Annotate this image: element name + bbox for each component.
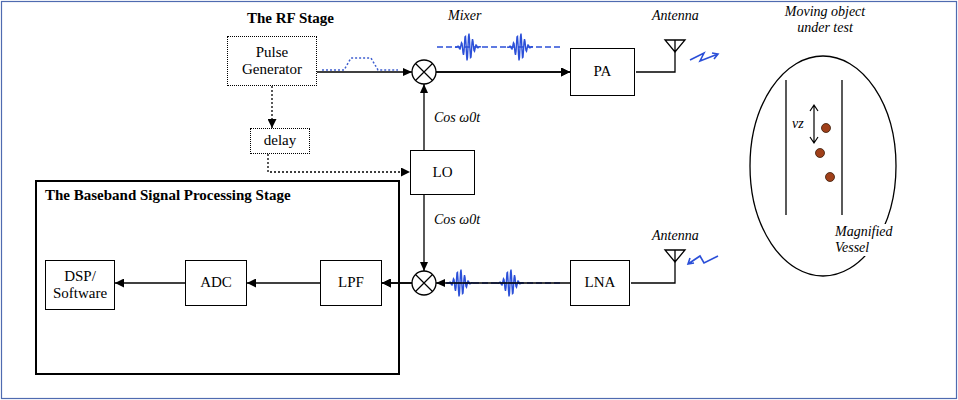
vessel-oval: Moving object under testMagnified Vessel — [745, 4, 905, 280]
stage-group: The Baseband Signal Processing StageDSP/… — [35, 180, 400, 375]
process-box: LPF — [320, 260, 382, 306]
signal-connector — [382, 282, 570, 283]
vessel-wall — [785, 80, 786, 215]
signal-connector — [268, 154, 410, 172]
mixer-symbol — [412, 271, 436, 295]
box-label: LNA — [585, 274, 616, 291]
box-label: delay — [264, 132, 296, 149]
oscillator-box: LO — [410, 150, 475, 195]
pulse-generator-box: Pulse Generator — [227, 36, 317, 86]
vessel-wall — [841, 80, 842, 215]
delay-box: delay — [250, 128, 310, 154]
figure-caption: Magnified Vessel — [833, 224, 905, 256]
pulse-waveform — [322, 58, 398, 70]
mixer-symbol — [412, 60, 436, 84]
box-label: DSP/ Software — [51, 268, 109, 303]
antenna-feed — [631, 262, 675, 283]
process-box: ADC — [185, 260, 247, 306]
rf-burst — [507, 33, 533, 60]
part-name: Antenna — [652, 228, 699, 244]
antenna-symbol — [665, 250, 685, 262]
velocity-symbol: vz — [792, 116, 804, 132]
process-box: DSP/ Software — [45, 260, 115, 310]
blood-cell — [826, 173, 835, 182]
amplifier-box: PA — [570, 48, 635, 96]
box-label: LPF — [338, 274, 364, 291]
arrowhead — [420, 262, 428, 271]
part-name: Mixer — [448, 8, 481, 24]
arrowhead — [420, 84, 428, 93]
arrowhead — [403, 68, 412, 76]
stage-heading: The Baseband Signal Processing Stage — [37, 182, 398, 209]
signal-connector — [115, 282, 185, 283]
box-label: ADC — [200, 274, 232, 291]
stage-heading: The RF Stage — [247, 10, 334, 27]
received-wave — [688, 256, 718, 264]
antenna-symbol — [665, 40, 685, 52]
blood-cell — [816, 149, 825, 158]
box-label: LO — [433, 164, 453, 181]
signal-connector — [382, 195, 424, 283]
box-label: Pulse Generator — [233, 44, 311, 79]
signal-connector — [424, 72, 570, 150]
signal-name: Cos ω0t — [434, 110, 480, 126]
box-label: PA — [594, 63, 612, 80]
signal-connector — [271, 86, 272, 128]
rf-burst — [455, 33, 481, 60]
figure-caption: Moving object under test — [745, 4, 905, 36]
antenna-feed — [636, 52, 675, 72]
signal-connector — [247, 282, 320, 283]
amplifier-box: LNA — [570, 260, 630, 306]
signal-name: Cos ω0t — [434, 212, 480, 228]
velocity-arrow — [810, 105, 818, 143]
blood-cell — [822, 124, 831, 133]
part-name: Antenna — [652, 8, 699, 24]
radiated-wave — [690, 53, 718, 61]
arrowhead — [436, 279, 445, 287]
